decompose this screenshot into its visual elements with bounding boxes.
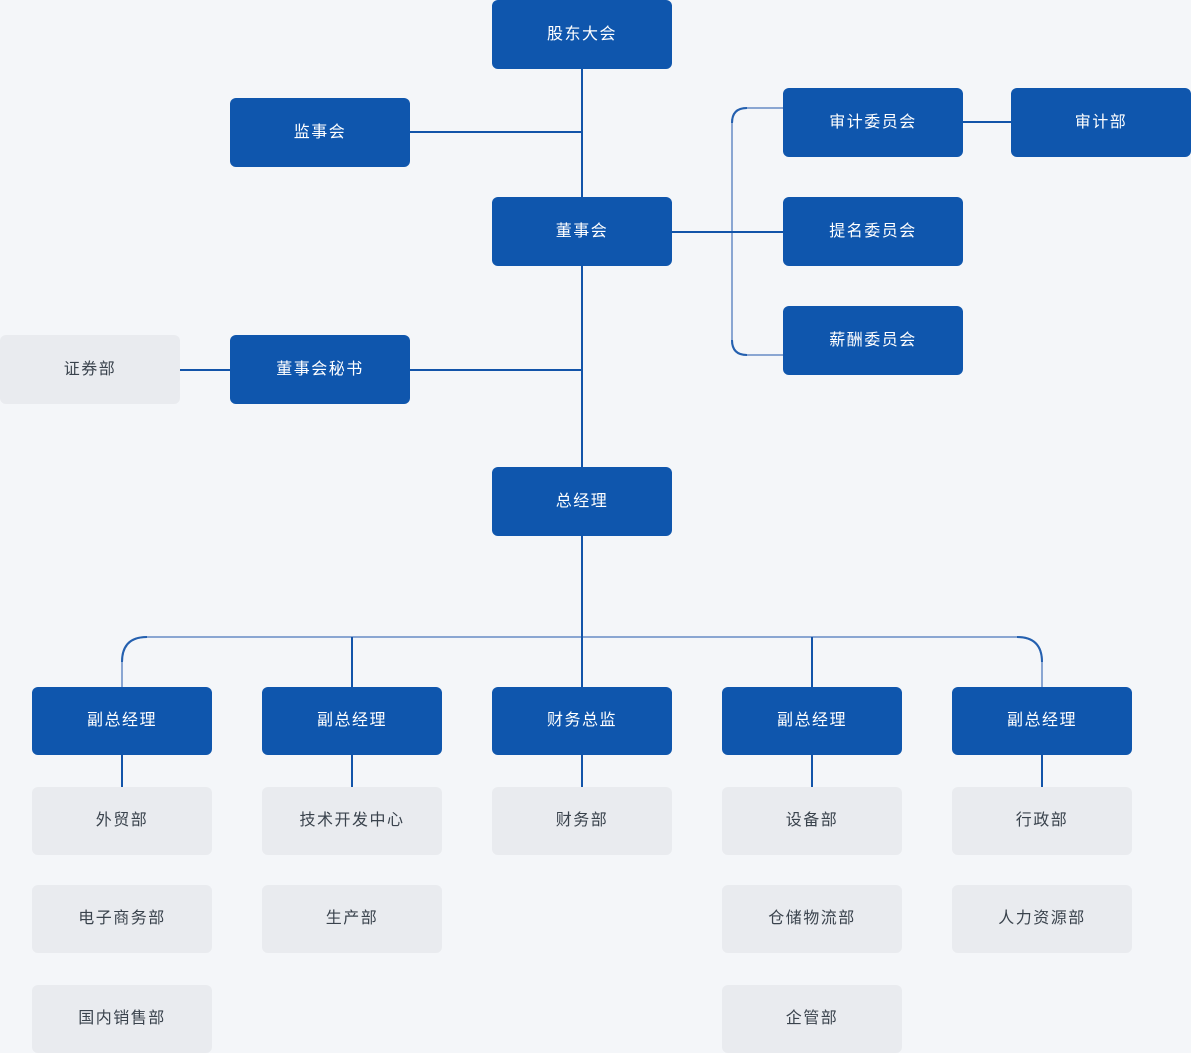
bracket-corner-accents [731, 107, 748, 356]
org-node-label: 监事会 [293, 123, 347, 141]
org-node-label: 副总经理 [86, 712, 157, 729]
org-node-label: 提名委员会 [829, 222, 917, 240]
org-node-label: 董事会 [555, 222, 609, 240]
org-node-audit-department: 审计部 [1011, 88, 1191, 157]
org-node-label: 国内销售部 [78, 1010, 166, 1027]
org-node-tech-development-center: 技术开发中心 [262, 787, 442, 855]
distributor-corner-accents [121, 636, 1043, 663]
org-node-ecommerce-department: 电子商务部 [32, 885, 212, 953]
org-node-production-department: 生产部 [262, 885, 442, 953]
org-node-label: 财务部 [555, 812, 609, 829]
org-node-vice-general-manager-3: 副总经理 [722, 687, 902, 755]
org-node-administration-department: 行政部 [952, 787, 1132, 855]
org-node-label: 总经理 [555, 492, 609, 510]
org-node-label: 财务总监 [546, 712, 617, 729]
org-node-vice-general-manager-2: 副总经理 [262, 687, 442, 755]
org-node-label: 副总经理 [776, 712, 847, 729]
connector-manager-department-stubs [121, 755, 1043, 787]
org-node-label: 设备部 [785, 812, 839, 829]
org-node-securities-department: 证券部 [0, 335, 180, 404]
org-node-label: 审计委员会 [829, 113, 917, 131]
org-node-vice-general-manager-1: 副总经理 [32, 687, 212, 755]
org-node-warehouse-logistics-department: 仓储物流部 [722, 885, 902, 953]
org-node-label: 外贸部 [95, 812, 149, 829]
org-node-label: 仓储物流部 [768, 910, 856, 927]
org-node-label: 电子商务部 [78, 910, 166, 927]
org-node-label: 企管部 [785, 1010, 839, 1027]
org-node-equipment-department: 设备部 [722, 787, 902, 855]
org-node-remuneration-committee: 薪酬委员会 [783, 306, 963, 375]
org-node-label: 副总经理 [1006, 712, 1077, 729]
org-node-board-secretary: 董事会秘书 [230, 335, 410, 404]
org-node-enterprise-management-department: 企管部 [722, 985, 902, 1053]
org-node-label: 人力资源部 [998, 910, 1086, 927]
org-node-vice-general-manager-4: 副总经理 [952, 687, 1132, 755]
org-node-audit-committee: 审计委员会 [783, 88, 963, 157]
org-node-label: 生产部 [325, 910, 379, 927]
org-node-label: 技术开发中心 [299, 812, 405, 829]
org-node-shareholders-meeting: 股东大会 [492, 0, 672, 69]
org-node-board-of-directors: 董事会 [492, 197, 672, 266]
org-node-general-manager: 总经理 [492, 467, 672, 536]
org-node-label: 审计部 [1074, 113, 1128, 131]
org-node-label: 证券部 [63, 360, 117, 378]
org-node-finance-department: 财务部 [492, 787, 672, 855]
org-node-domestic-sales-department: 国内销售部 [32, 985, 212, 1053]
org-node-label: 副总经理 [316, 712, 387, 729]
org-node-hr-department: 人力资源部 [952, 885, 1132, 953]
org-node-label: 董事会秘书 [276, 360, 364, 378]
org-node-label: 行政部 [1015, 812, 1069, 829]
org-node-label: 薪酬委员会 [829, 331, 917, 349]
org-node-foreign-trade-department: 外贸部 [32, 787, 212, 855]
org-node-nomination-committee: 提名委员会 [783, 197, 963, 266]
org-node-label: 股东大会 [546, 25, 617, 43]
org-node-finance-director: 财务总监 [492, 687, 672, 755]
org-node-supervisory-board: 监事会 [230, 98, 410, 167]
